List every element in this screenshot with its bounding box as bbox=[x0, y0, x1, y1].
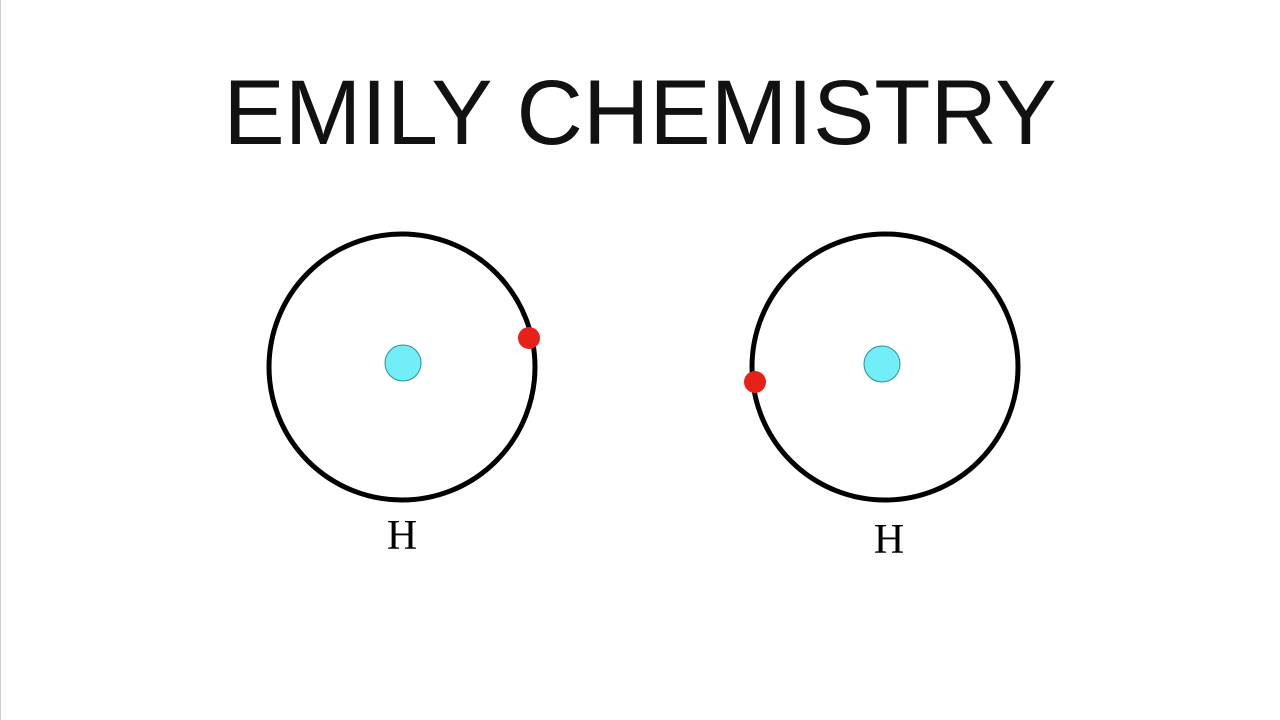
page-title: EMILY CHEMISTRY bbox=[223, 62, 1057, 164]
electron-left bbox=[518, 327, 540, 349]
electron-right bbox=[744, 371, 766, 393]
atom-label-right: H bbox=[873, 517, 905, 563]
atom-label-left: H bbox=[386, 513, 418, 559]
electron-shell-right bbox=[749, 231, 1021, 503]
nucleus-right bbox=[863, 345, 901, 383]
slide-edge bbox=[0, 0, 1, 720]
atom-right bbox=[744, 231, 1021, 503]
electron-shell-left bbox=[266, 231, 538, 503]
nucleus-left bbox=[384, 344, 422, 382]
atom-left bbox=[266, 231, 540, 503]
